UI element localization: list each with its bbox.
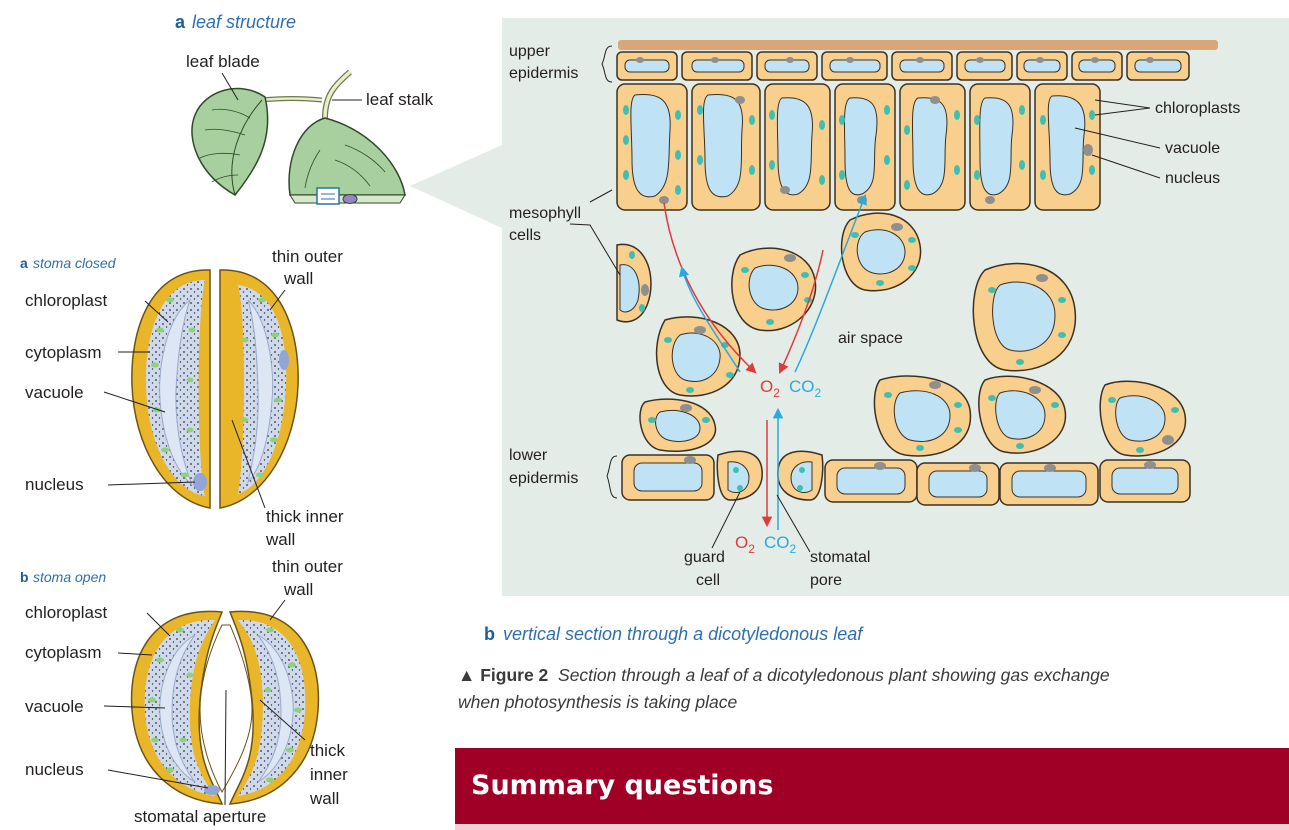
summary-strip <box>455 824 1289 830</box>
label-guard-cell-1: guard <box>684 549 725 566</box>
stoma-closed-drawing: a stoma closed thin outer wall chlo <box>20 247 344 549</box>
figure-caption-line-1: ▲ Figure 2 Section through a leaf of a d… <box>458 662 1289 689</box>
label-air-space: air space <box>838 330 903 347</box>
open-label-stomatal-aperture: stomatal aperture <box>134 807 266 826</box>
upper-epidermis-cells <box>617 52 1189 80</box>
closed-label-vacuole: vacuole <box>25 383 84 402</box>
open-label-thick-inner-wall-2: inner <box>310 765 348 784</box>
cuticle <box>618 40 1218 50</box>
label-chloroplasts: chloroplasts <box>1155 100 1240 117</box>
stoma-closed-caption: stoma closed <box>33 255 117 271</box>
leaf-structure-drawing: a leaf structure leaf blade leaf stalk <box>175 12 434 204</box>
label-stomatal-pore-2: pore <box>810 572 842 589</box>
label-mesophyll-2: cells <box>509 227 541 244</box>
open-label-thin-outer-wall: thin outer <box>272 557 343 576</box>
closed-label-thin-outer-wall: thin outer <box>272 247 343 266</box>
label-guard-cell-2: cell <box>696 572 720 589</box>
open-label-nucleus: nucleus <box>25 760 84 779</box>
closed-label-cytoplasm: cytoplasm <box>25 343 102 362</box>
closed-label-thick-inner-wall-2: wall <box>265 530 295 549</box>
section-caption-letter: b <box>484 624 495 644</box>
label-mesophyll-1: mesophyll <box>509 205 581 222</box>
stoma-open-caption: stoma open <box>33 569 106 585</box>
figure-text-line-2: when photosynthesis is taking place <box>458 689 1289 716</box>
label-lower-epidermis-1: lower <box>509 447 548 464</box>
leaf-blade-2 <box>289 118 405 195</box>
summary-title: Summary questions <box>471 770 773 801</box>
open-label-thick-inner-wall-3: wall <box>309 789 339 808</box>
leaf-section-panel: O2 CO2 O2 CO2 upper epidermis chloroplas… <box>502 18 1289 596</box>
stoma-open-drawing: b stoma open thin outer wall chloroplast <box>20 557 348 826</box>
summary-questions-header: Summary questions <box>455 748 1289 824</box>
figure-caption: ▲ Figure 2 Section through a leaf of a d… <box>458 662 1289 716</box>
label-nucleus: nucleus <box>1165 170 1220 187</box>
label-stomatal-pore-1: stomatal <box>810 549 870 566</box>
open-label-cytoplasm: cytoplasm <box>25 643 102 662</box>
section-caption-text: vertical section through a dicotyledonou… <box>503 624 864 644</box>
open-label-thin-outer-wall-2: wall <box>283 580 313 599</box>
label-upper-epidermis-1: upper <box>509 43 551 60</box>
figure-text-line-1: Section through a leaf of a dicotyledono… <box>558 665 1110 685</box>
leaf-blade-1 <box>192 89 268 195</box>
stoma-closed-letter: a <box>20 255 28 271</box>
label-leaf-blade: leaf blade <box>186 52 260 71</box>
closed-label-chloroplast: chloroplast <box>25 291 107 310</box>
section-box-icon <box>317 188 339 204</box>
label-leaf-stalk: leaf stalk <box>366 90 434 109</box>
zoom-wedge <box>410 145 502 228</box>
closed-label-thin-outer-wall-2: wall <box>283 269 313 288</box>
lower-epidermis-cells <box>622 455 1190 505</box>
open-label-thick-inner-wall-1: thick <box>310 741 345 760</box>
label-upper-epidermis-2: epidermis <box>509 65 578 82</box>
closed-label-thick-inner-wall: thick inner <box>266 507 344 526</box>
label-lower-epidermis-2: epidermis <box>509 470 578 487</box>
leaf-structure-letter: a <box>175 12 186 32</box>
label-vacuole: vacuole <box>1165 140 1220 157</box>
leaf-structure-caption: leaf structure <box>192 12 296 32</box>
open-label-vacuole: vacuole <box>25 697 84 716</box>
closed-label-nucleus: nucleus <box>25 475 84 494</box>
triangle-icon: ▲ <box>458 665 475 685</box>
open-label-chloroplast: chloroplast <box>25 603 107 622</box>
figure-label: Figure 2 <box>480 665 548 685</box>
stoma-open-letter: b <box>20 569 29 585</box>
